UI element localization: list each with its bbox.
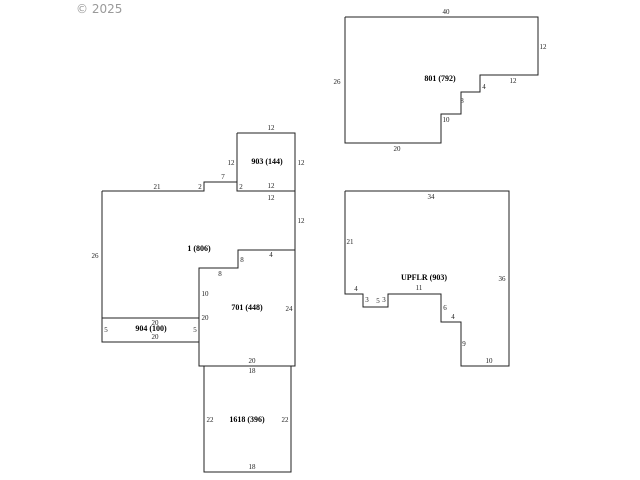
dim-label: 12 [268,194,276,202]
dim-label: 10 [202,290,210,298]
dim-label: 3 [365,296,369,304]
dim-label: 12 [298,217,306,225]
dim-label: 12 [540,43,548,51]
dim-label: 6 [443,304,447,312]
dim-label: 26 [92,252,100,260]
area-1618: 1618 (396) [229,415,265,424]
dim-label: 4 [269,251,273,259]
dim-label: 8 [240,256,244,264]
dim-label: 26 [334,78,342,86]
dim-label: 40 [443,8,451,16]
outline-upflr [344,190,510,367]
dim-label: 20 [249,357,257,365]
dim-label: 34 [428,193,436,201]
dim-label: 12 [268,124,276,132]
dim-label: 2 [239,183,243,191]
area-upflr: UPFLR (903) [401,273,447,282]
dim-label: 36 [499,275,507,283]
area-1: 1 (806) [187,244,211,253]
copyright-text: © 2025 [76,2,123,16]
outline-701 [198,250,296,367]
dim-label: 22 [282,416,290,424]
area-701: 701 (448) [231,303,263,312]
dim-label: 5 [376,297,380,305]
dim-label: 20 [152,319,160,327]
dim-label: 22 [207,416,215,424]
dim-label: 12 [268,182,276,190]
dim-label: 12 [228,159,236,167]
outline-801 [344,16,539,144]
dim-label: 12 [510,77,518,85]
dim-label: 8 [218,270,222,278]
dim-label: 8 [460,97,464,105]
dim-label: 3 [382,296,386,304]
dim-label: 5 [193,326,197,334]
dim-label: 20 [394,145,402,153]
dim-label: 12 [298,159,306,167]
dim-label: 18 [249,463,257,471]
dim-label: 10 [443,116,451,124]
dim-label: 21 [347,238,355,246]
dim-label: 4 [482,83,486,91]
area-903: 903 (144) [251,157,283,166]
area-801: 801 (792) [424,74,456,83]
area-904: 904 (100) [135,324,167,333]
dim-label: 21 [154,183,162,191]
dim-label: 7 [221,173,225,181]
dim-label: 20 [152,333,160,341]
outline-1618 [203,366,292,473]
dim-label: 18 [249,367,257,375]
dim-label: 24 [286,305,294,313]
dim-label: 5 [104,326,108,334]
dim-label: 10 [486,357,494,365]
dim-label: 11 [416,284,423,292]
dim-label: 2 [198,183,202,191]
dim-label: 20 [202,314,210,322]
dim-label: 4 [354,285,358,293]
dim-label: 4 [451,313,455,321]
dim-label: 9 [462,340,466,348]
